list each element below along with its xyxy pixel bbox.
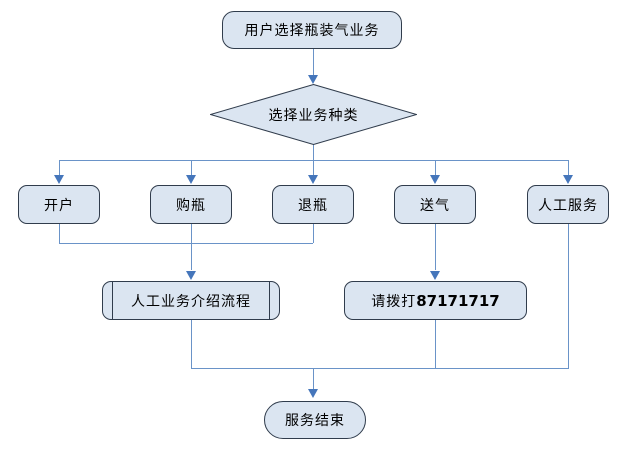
connector-drop-deliver-gas bbox=[435, 160, 436, 175]
connector-drop-return-bottle bbox=[313, 160, 314, 175]
connector-merge-bus bbox=[59, 243, 313, 244]
arrowhead-open-account bbox=[54, 175, 64, 184]
node-manual-service: 人工服务 bbox=[527, 185, 609, 224]
connector-return-bottle-down bbox=[313, 224, 314, 243]
connector-manual-intro-down bbox=[191, 320, 192, 368]
node-manual-intro-label: 人工业务介绍流程 bbox=[131, 293, 251, 310]
arrowhead-buy-bottle bbox=[186, 175, 196, 184]
connector-drop-end bbox=[313, 368, 314, 389]
arrowhead-call-number bbox=[430, 271, 440, 280]
arrowhead-deliver-gas bbox=[430, 175, 440, 184]
node-deliver-gas: 送气 bbox=[394, 185, 476, 224]
connector-drop-manual-service bbox=[568, 160, 569, 175]
node-end: 服务结束 bbox=[264, 401, 366, 439]
connector-manual-service-down bbox=[568, 224, 569, 368]
node-open-account-label: 开户 bbox=[44, 197, 74, 214]
connector-branch-bus bbox=[59, 160, 569, 161]
node-buy-bottle-label: 购瓶 bbox=[176, 197, 206, 214]
node-manual-intro: 人工业务介绍流程 bbox=[102, 281, 280, 320]
node-start: 用户选择瓶装气业务 bbox=[222, 11, 402, 49]
node-decision-label: 选择业务种类 bbox=[268, 107, 359, 124]
arrowhead-manual-intro bbox=[186, 271, 196, 280]
node-end-label: 服务结束 bbox=[285, 413, 345, 429]
node-deliver-gas-label: 送气 bbox=[420, 197, 450, 214]
arrowhead-return-bottle bbox=[308, 175, 318, 184]
node-call-number-prefix: 请拨打 bbox=[371, 293, 417, 310]
connector-start-decision bbox=[313, 49, 314, 76]
node-decision-shape bbox=[210, 84, 417, 145]
connector-decision-bus bbox=[313, 144, 314, 160]
node-return-bottle: 退瓶 bbox=[272, 185, 354, 224]
connector-end-bus bbox=[191, 368, 569, 369]
node-open-account: 开户 bbox=[18, 185, 100, 224]
connector-call-down bbox=[435, 320, 436, 368]
phone-number: 87171717 bbox=[416, 291, 500, 310]
connector-drop-open-account bbox=[59, 160, 60, 175]
arrowhead-manual-service bbox=[563, 175, 573, 184]
connector-deliver-gas-call bbox=[435, 224, 436, 270]
arrowhead-decision bbox=[308, 75, 318, 84]
node-decision: 选择业务种类 bbox=[210, 84, 417, 145]
connector-open-account-down bbox=[59, 224, 60, 243]
node-start-label: 用户选择瓶装气业务 bbox=[244, 23, 380, 39]
node-return-bottle-label: 退瓶 bbox=[298, 197, 328, 214]
connector-drop-buy-bottle bbox=[191, 160, 192, 175]
connector-buy-bottle-manual-intro bbox=[191, 224, 192, 270]
node-manual-service-label: 人工服务 bbox=[538, 197, 598, 214]
node-buy-bottle: 购瓶 bbox=[150, 185, 232, 224]
arrowhead-end bbox=[308, 389, 318, 398]
